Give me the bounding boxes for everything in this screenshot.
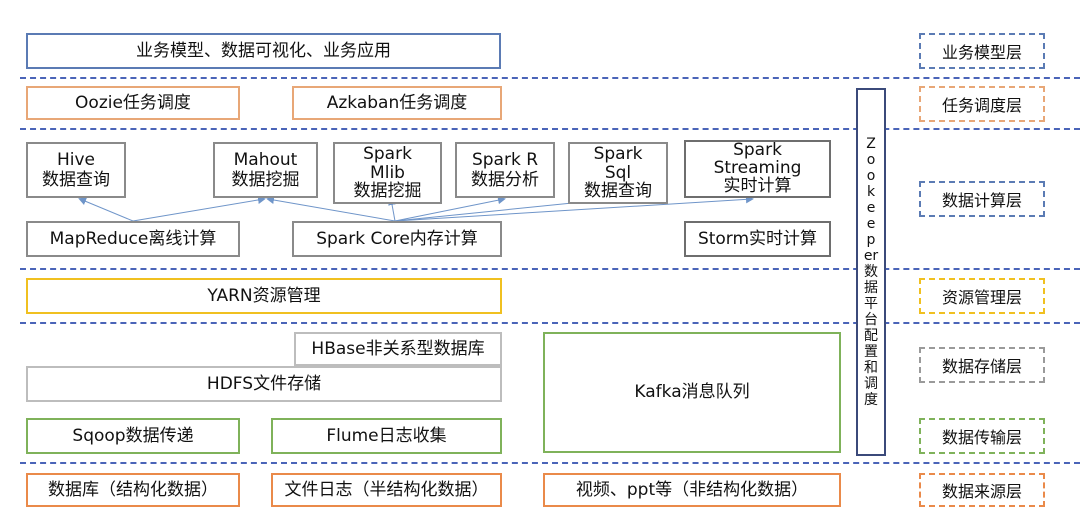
layer-label-resource: 资源管理层 bbox=[919, 278, 1045, 314]
azkaban-box: Azkaban任务调度 bbox=[292, 86, 502, 120]
spark-core-box: Spark Core内存计算 bbox=[292, 221, 502, 257]
layer-label-source: 数据来源层 bbox=[919, 473, 1045, 507]
mahout-box: Mahout 数据挖掘 bbox=[213, 142, 318, 198]
arrow bbox=[78, 197, 134, 222]
layer-label-business: 业务模型层 bbox=[919, 33, 1045, 69]
layer-separator bbox=[20, 322, 1080, 324]
layer-label-task: 任务调度层 bbox=[919, 86, 1045, 122]
hdfs-box: HDFS文件存储 bbox=[26, 366, 502, 402]
hbase-box: HBase非关系型数据库 bbox=[294, 332, 502, 366]
arrow bbox=[266, 196, 396, 222]
oozie-box: Oozie任务调度 bbox=[26, 86, 240, 120]
layer-separator bbox=[20, 268, 1080, 270]
spark-sql-box: Spark Sql 数据查询 bbox=[568, 142, 668, 204]
layer-separator bbox=[20, 462, 1080, 464]
sqoop-box: Sqoop数据传递 bbox=[26, 418, 240, 454]
layer-label-compute: 数据计算层 bbox=[919, 181, 1045, 217]
spark-mlib-box: Spark Mlib 数据挖掘 bbox=[333, 142, 442, 204]
storm-box: Storm实时计算 bbox=[684, 221, 831, 257]
layer-separator bbox=[20, 128, 1080, 130]
database-source-box: 数据库（结构化数据） bbox=[26, 473, 240, 507]
zookeeper-label: Zookeeper数据平台配置和调度 bbox=[863, 136, 879, 408]
flume-box: Flume日志收集 bbox=[271, 418, 502, 454]
hive-box: Hive 数据查询 bbox=[26, 142, 126, 198]
arrow bbox=[394, 195, 754, 222]
layer-separator bbox=[20, 77, 1080, 79]
mapreduce-box: MapReduce离线计算 bbox=[26, 221, 240, 257]
layer-label-transfer: 数据传输层 bbox=[919, 418, 1045, 454]
file-log-source-box: 文件日志（半结构化数据） bbox=[271, 473, 502, 507]
zookeeper-box: Zookeeper数据平台配置和调度 bbox=[856, 88, 886, 456]
layer-label-storage: 数据存储层 bbox=[919, 347, 1045, 383]
kafka-box: Kafka消息队列 bbox=[543, 332, 841, 453]
arrow bbox=[394, 196, 506, 222]
spark-r-box: Spark R 数据分析 bbox=[455, 142, 555, 198]
business-app-box: 业务模型、数据可视化、业务应用 bbox=[26, 33, 501, 69]
yarn-box: YARN资源管理 bbox=[26, 278, 502, 314]
spark-streaming-box: Spark Streaming 实时计算 bbox=[684, 140, 831, 198]
video-source-box: 视频、ppt等（非结构化数据） bbox=[543, 473, 841, 507]
arrow bbox=[132, 196, 266, 222]
